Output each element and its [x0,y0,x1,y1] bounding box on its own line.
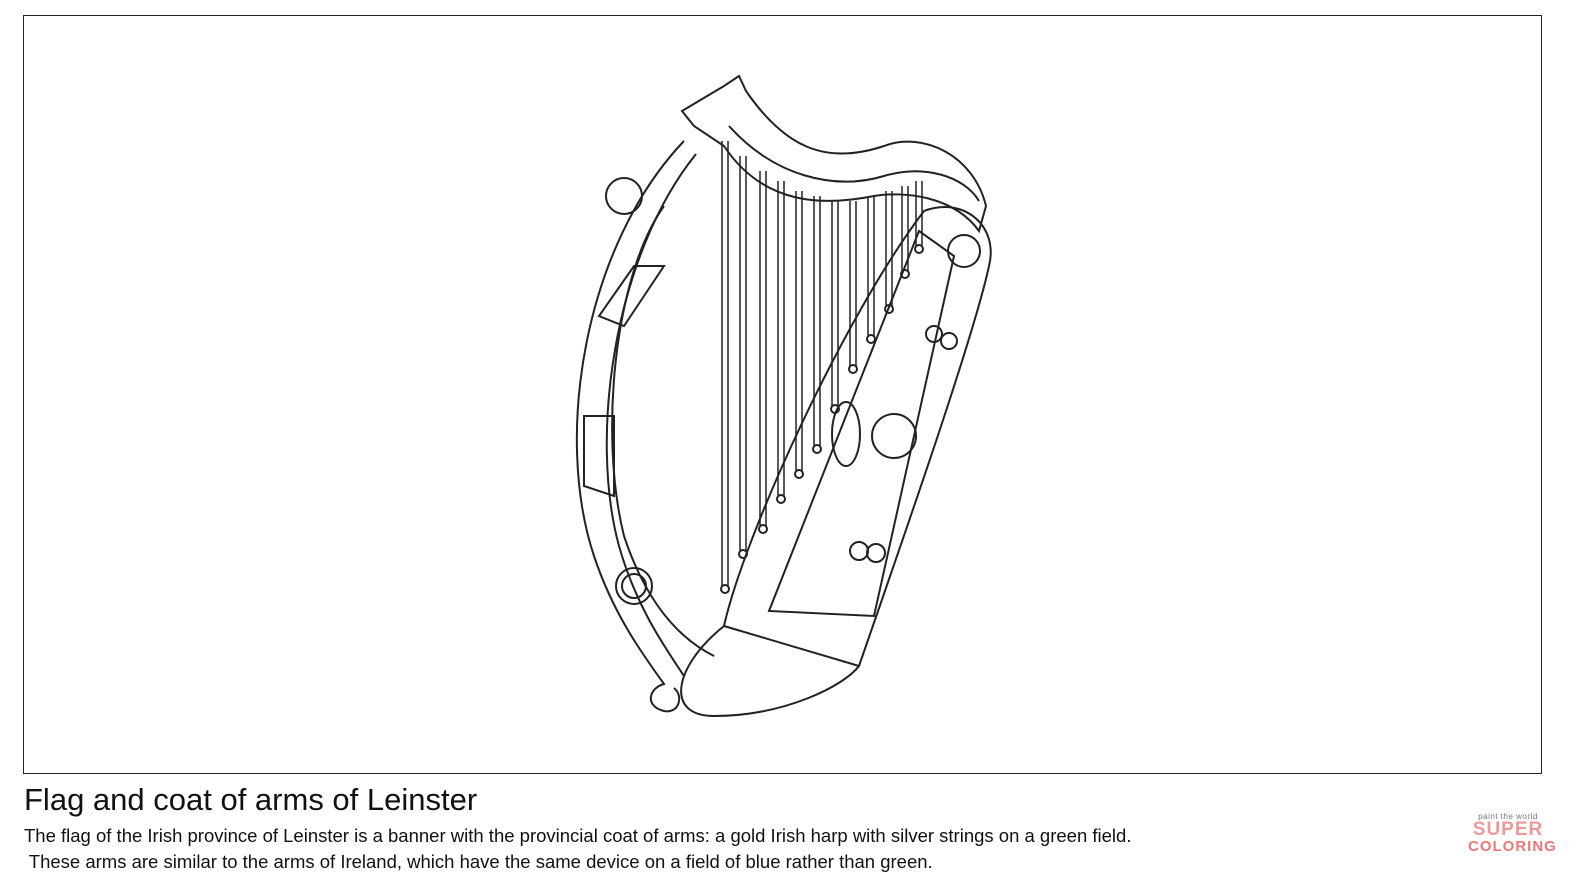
description: The flag of the Irish province of Leinst… [24,823,1131,875]
logo-line2: COLORING [1468,838,1557,855]
description-line: These arms are similar to the arms of Ir… [24,851,933,872]
logo-tagline: paint the world [1478,812,1538,821]
harp-illustration [575,74,992,718]
logo-line1: SUPER [1472,819,1544,840]
page-title: Flag and coat of arms of Leinster [24,782,478,817]
super-coloring-logo[interactable]: paint the world SUPER COLORING [1468,812,1557,855]
description-line: The flag of the Irish province of Leinst… [24,825,1132,846]
coloring-image-frame [23,15,1542,774]
